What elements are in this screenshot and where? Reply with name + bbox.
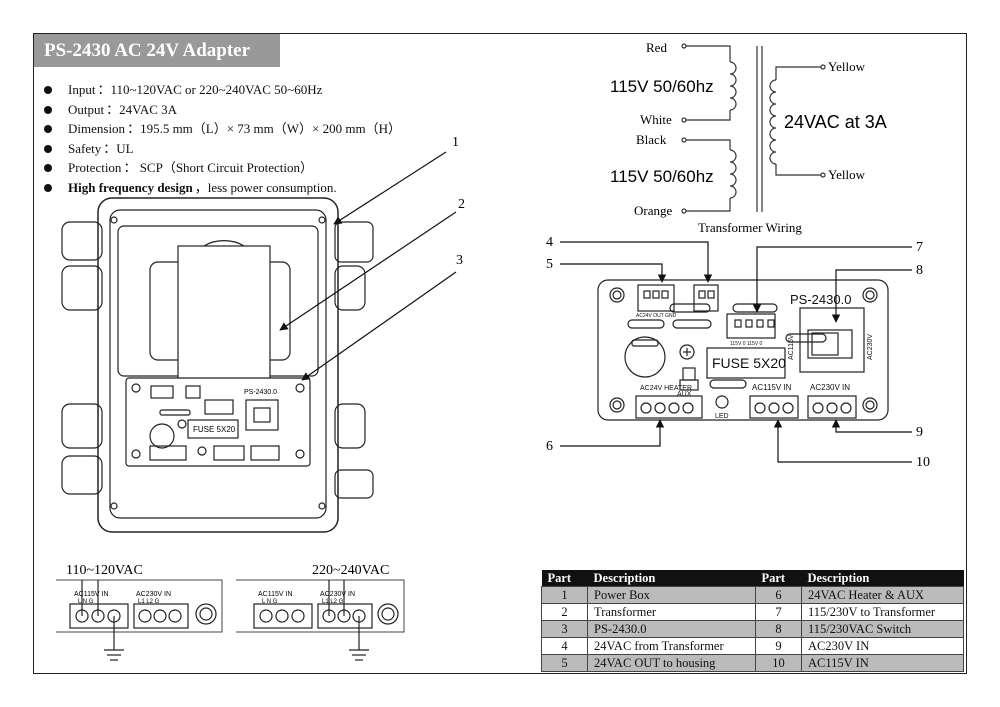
switch-label-115: AC115V xyxy=(788,334,795,360)
ps2430-board xyxy=(597,279,889,421)
svg-text:Transformer Wiring: Transformer Wiring xyxy=(698,220,802,235)
power-box-board-text: PS-2430.0 FUSE 5X20 xyxy=(193,389,277,434)
svg-text:AC115V IN: AC115V IN xyxy=(258,591,293,598)
page-frame xyxy=(33,33,967,674)
svg-text:115V 50/60hz: 115V 50/60hz xyxy=(610,77,714,96)
svg-text:6: 6 xyxy=(546,439,553,454)
svg-text:L N G: L N G xyxy=(78,599,94,605)
svg-text:PS-2430.0: PS-2430.0 xyxy=(244,389,277,396)
spec-input: Input：110~120VAC or 220~240VAC 50~60Hz xyxy=(42,80,401,100)
parts-table-header: Part Description Part Description xyxy=(541,570,964,587)
out-label: AC24V OUT GND xyxy=(636,313,677,319)
parts-table: Part Description Part Description 1 Powe… xyxy=(541,570,964,672)
spec-protection: Protection： SCP（Short Circuit Protection… xyxy=(42,158,401,178)
ac115-label: AC115V IN xyxy=(752,383,792,392)
svg-text:White: White xyxy=(640,112,672,127)
spec-dimension: Dimension：195.5 mm（L）× 73 mm（W）× 200 mm（… xyxy=(42,119,401,139)
power-box xyxy=(61,197,374,533)
spec-list: Input：110~120VAC or 220~240VAC 50~60Hz O… xyxy=(42,80,401,197)
callout-numbers-board: 4 5 7 8 6 9 10 xyxy=(546,235,930,470)
callout-3: 3 xyxy=(301,253,463,381)
table-row: 1 Power Box 6 24VAC Heater & AUX xyxy=(541,586,964,604)
svg-text:24VAC at 3A: 24VAC at 3A xyxy=(784,112,887,132)
svg-text:FUSE 5X20: FUSE 5X20 xyxy=(193,425,236,434)
ac230-label: AC230V IN xyxy=(810,383,850,392)
callouts-board xyxy=(560,241,912,463)
spec-hf-design: High frequency design，less power consump… xyxy=(42,178,401,198)
led-label: LED xyxy=(715,413,729,420)
svg-text:4: 4 xyxy=(546,235,553,250)
spec-output: Output：24VAC 3A xyxy=(42,100,401,120)
svg-text:AC230V IN: AC230V IN xyxy=(320,591,355,598)
svg-text:220~240VAC: 220~240VAC xyxy=(312,563,389,578)
wiring-110: 110~120VAC AC115V IN L N G AC230V IN L1 … xyxy=(56,563,223,661)
fuse-label: FUSE 5X20 xyxy=(712,355,786,371)
svg-text:AC115V IN: AC115V IN xyxy=(74,591,109,598)
callout-2: 2 xyxy=(279,197,465,331)
svg-text:AC230V IN: AC230V IN xyxy=(136,591,171,598)
svg-text:L1 L2 G: L1 L2 G xyxy=(138,599,160,605)
svg-text:Orange: Orange xyxy=(634,203,672,218)
svg-text:8: 8 xyxy=(916,263,923,278)
table-row: 5 24VAC OUT to housing 10 AC115V IN xyxy=(541,654,964,672)
callout-1: 1 xyxy=(333,135,459,225)
aux-label: AUX xyxy=(677,391,692,398)
wiring-220: 220~240VAC AC115V IN L N G AC230V IN L1 … xyxy=(236,563,405,661)
spec-safety: Safety：UL xyxy=(42,139,401,159)
svg-text:9: 9 xyxy=(916,425,923,440)
svg-text:2: 2 xyxy=(458,197,465,212)
table-row: 2 Transformer 7 115/230V to Transformer xyxy=(541,603,964,621)
svg-text:3: 3 xyxy=(456,253,463,268)
svg-text:Red: Red xyxy=(646,40,667,55)
selector-label: 115V 0 115V 0 xyxy=(730,341,763,347)
svg-text:Yellow: Yellow xyxy=(828,167,866,182)
switch-label-230: AC230V xyxy=(867,334,874,360)
table-row: 3 PS-2430.0 8 115/230VAC Switch xyxy=(541,620,964,638)
heater-label: AC24V HEATER xyxy=(640,385,692,392)
svg-text:L1 L2 G: L1 L2 G xyxy=(322,599,344,605)
svg-text:10: 10 xyxy=(916,455,930,470)
svg-text:Black: Black xyxy=(636,132,667,147)
svg-text:115V 50/60hz: 115V 50/60hz xyxy=(610,167,714,186)
svg-text:1: 1 xyxy=(452,135,459,150)
svg-text:L N G: L N G xyxy=(262,599,278,605)
svg-text:7: 7 xyxy=(916,240,923,255)
svg-text:5: 5 xyxy=(546,257,553,272)
board-name: PS-2430.0 xyxy=(790,292,851,307)
svg-text:Yellow: Yellow xyxy=(828,59,866,74)
svg-text:110~120VAC: 110~120VAC xyxy=(66,563,143,578)
page-title: PS-2430 AC 24V Adapter xyxy=(34,34,280,67)
table-row: 4 24VAC from Transformer 9 AC230V IN xyxy=(541,637,964,655)
transformer-wiring: Red White Black Orange Yellow Yellow 115… xyxy=(610,40,887,235)
